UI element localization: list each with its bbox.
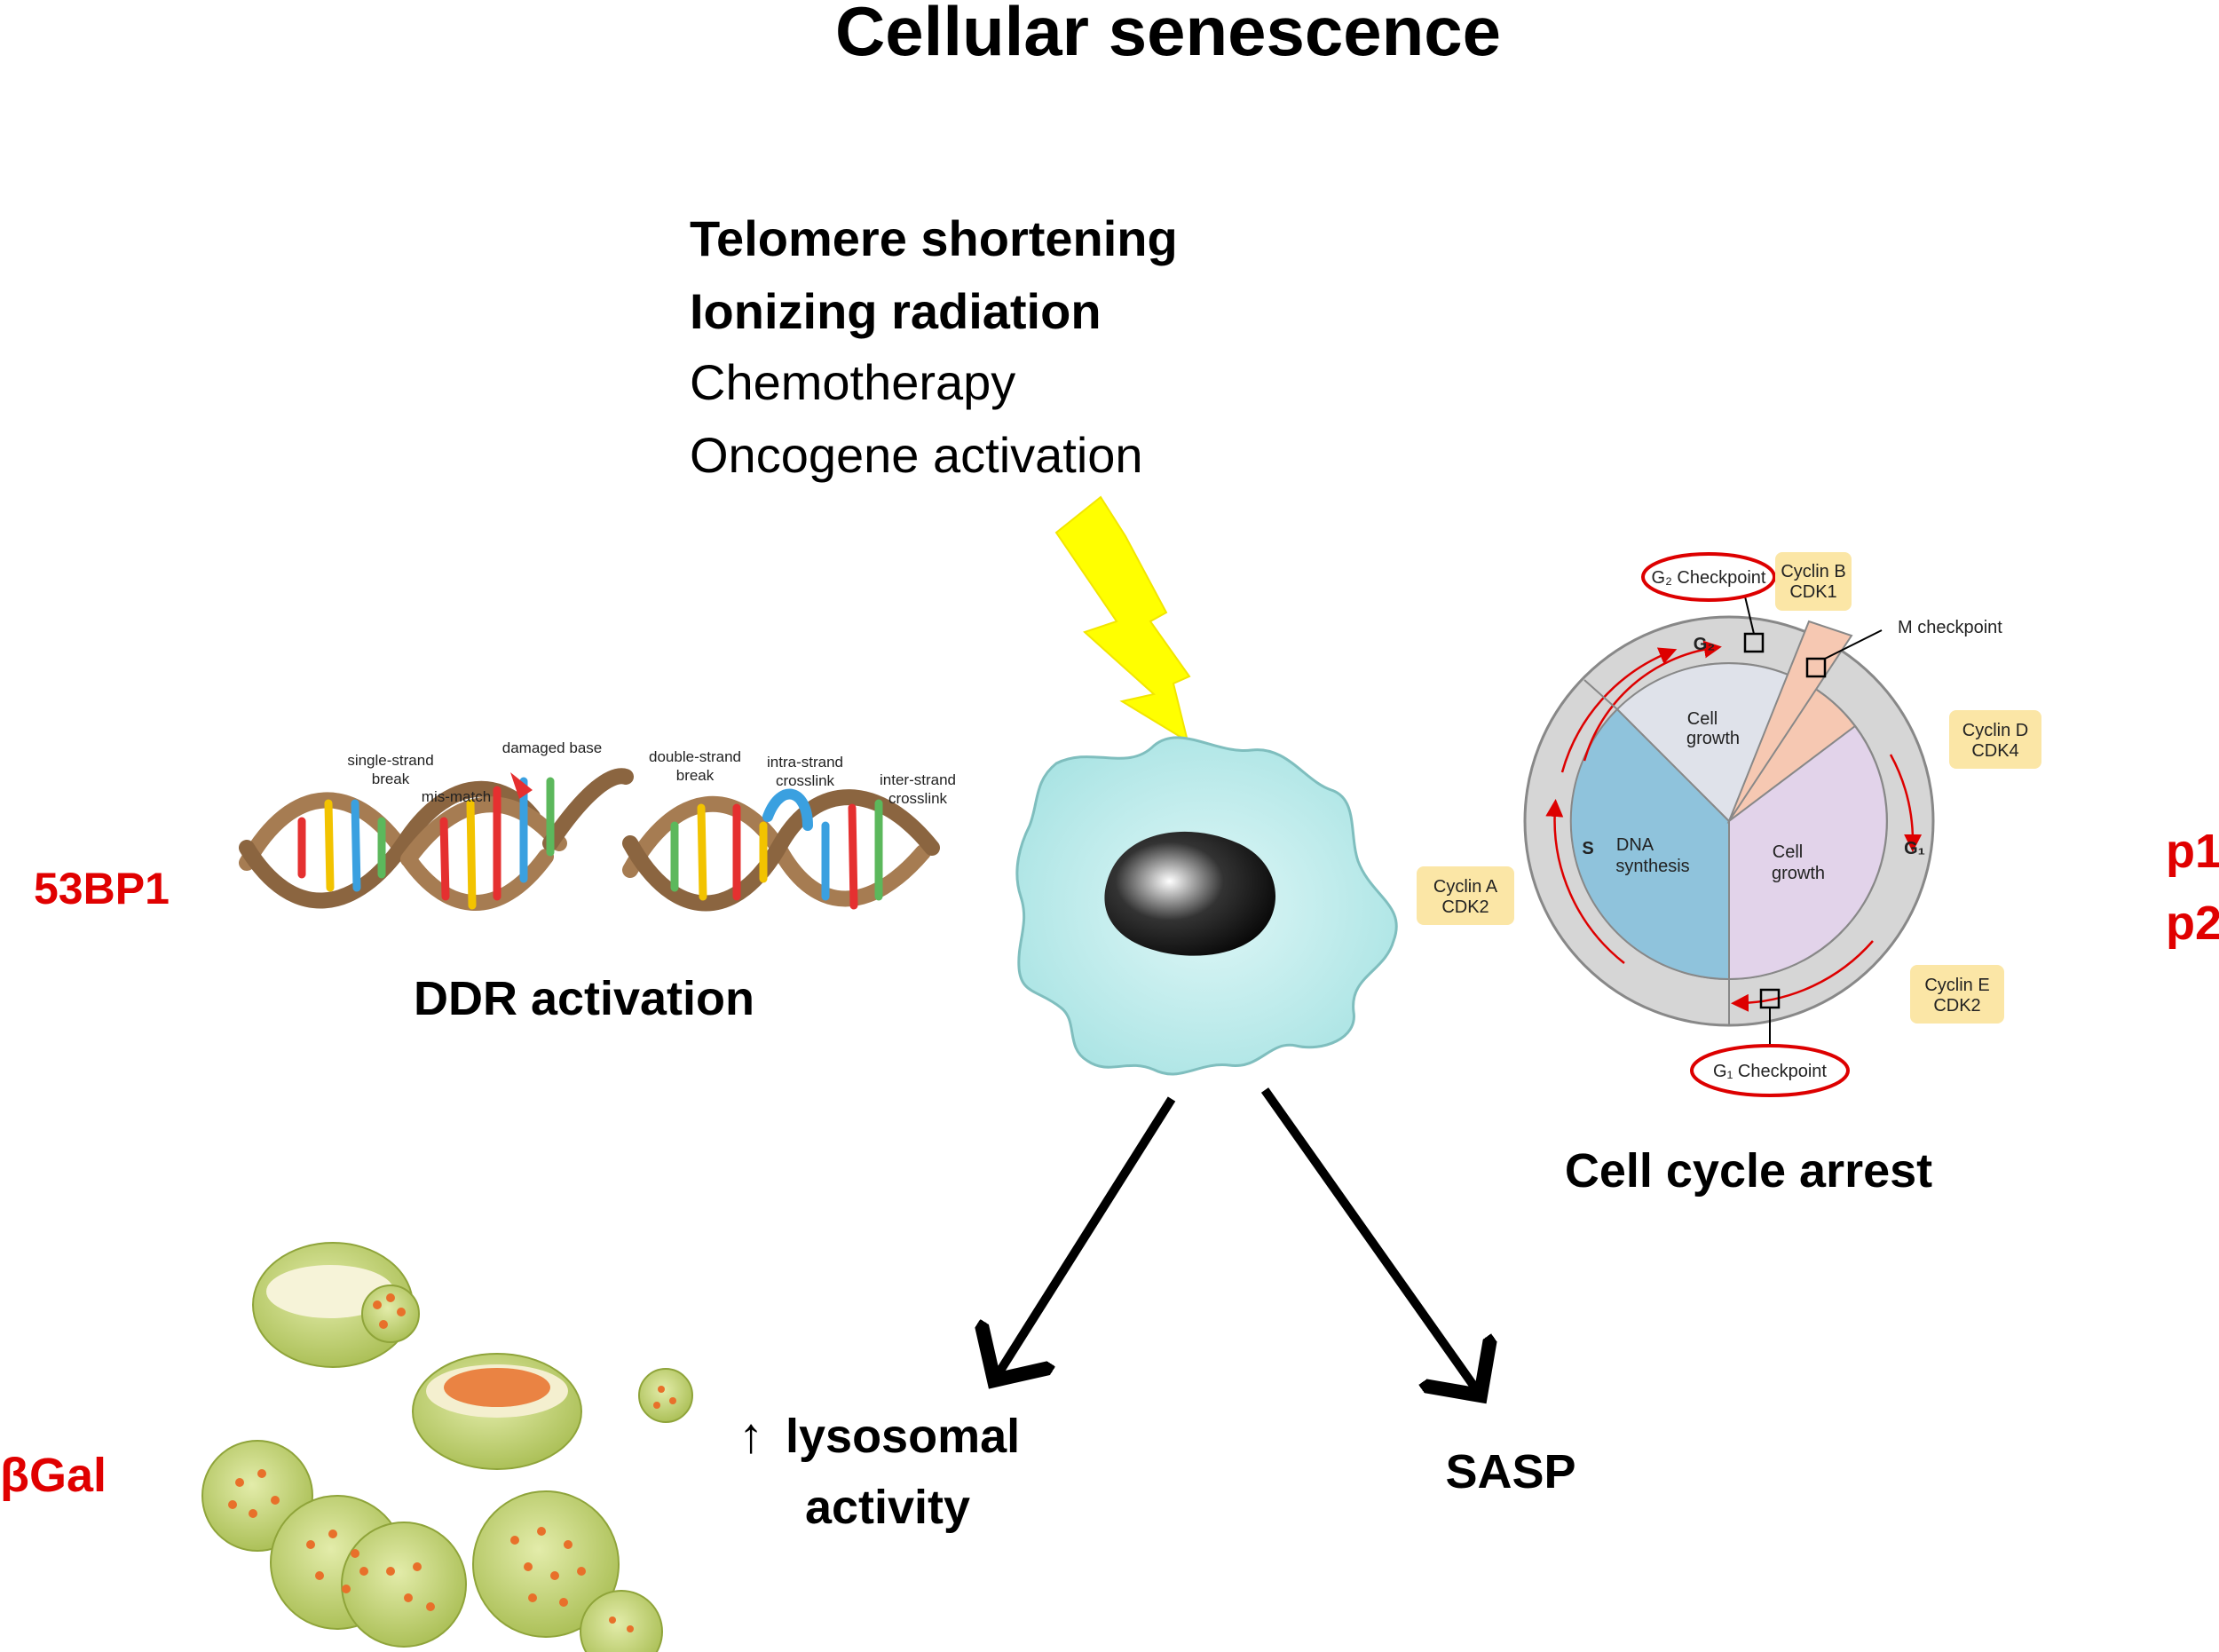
cell-cycle-arrest-label: Cell cycle arrest [1565, 1144, 1932, 1198]
g1-checkpoint-label: G₁ Checkpoint [1713, 1062, 1827, 1081]
dna-synthesis-1: DNA [1616, 835, 1654, 855]
cell-growth-top-2: growth [1686, 729, 1740, 748]
m-checkpoint-label: M checkpoint [1898, 618, 2002, 637]
dna-label-intra-2: crosslink [776, 772, 835, 789]
arrow-to-lysosomal [994, 1096, 1176, 1380]
g2-checkpoint-label: G₂ Checkpoint [1652, 568, 1766, 588]
stressor-radiation: Ionizing radiation [690, 283, 1102, 339]
stressor-oncogene: Oncogene activation [690, 427, 1143, 483]
dna-synthesis-2: synthesis [1615, 857, 1689, 876]
cyclin-b-2: CDK1 [1789, 582, 1836, 602]
dna-label-intra-1: intra-strand [767, 754, 843, 771]
dna-label-inter-1: inter-strand [880, 771, 956, 788]
dna-label-double-strand-2: break [676, 767, 715, 784]
dna-label-double-strand-1: double-strand [649, 748, 741, 765]
cyclin-e-2: CDK2 [1933, 996, 1980, 1016]
dna-label-single-strand-2: break [372, 771, 410, 787]
sasp-label: SASP [1445, 1445, 1575, 1498]
stressor-telomere: Telomere shortening [690, 210, 1178, 266]
cyclin-a-2: CDK2 [1441, 897, 1489, 917]
arrow-to-sasp [1260, 1087, 1481, 1395]
stressor-chemotherapy: Chemotherapy [690, 354, 1015, 410]
up-arrow-icon: ↑ [738, 1407, 763, 1463]
marker-p21: p21 [2166, 897, 2219, 950]
lysosomal-label-line2: activity [805, 1481, 970, 1534]
cyclin-a-1: Cyclin A [1433, 877, 1498, 897]
cell-growth-top-1: Cell [1687, 709, 1718, 729]
lysosomal-label-line1: lysosomal [786, 1410, 1020, 1463]
cyclin-e-1: Cyclin E [1924, 976, 1989, 995]
cyclin-b-1: Cyclin B [1781, 562, 1845, 581]
lightning-bolt-icon [1054, 495, 1191, 744]
phase-g2-label: G₂ [1694, 635, 1715, 654]
marker-beta-gal: βGal [0, 1449, 107, 1502]
dna-label-damaged-base: damaged base [502, 739, 602, 756]
cell-growth-right-2: growth [1772, 864, 1825, 883]
page-title: Cellular senescence [835, 0, 1501, 70]
ddr-activation-label: DDR activation [414, 972, 754, 1025]
lysosome-illustration [201, 1242, 693, 1652]
dna-label-inter-2: crosslink [888, 790, 948, 807]
cell-nucleus [1104, 831, 1276, 956]
dna-damage-illustration [239, 768, 940, 912]
cell-cycle-diagram [1417, 552, 2041, 1097]
marker-53bp1: 53BP1 [34, 864, 170, 913]
phase-g1-label: G₁ [1904, 839, 1925, 858]
cyclin-d-1: Cyclin D [1962, 721, 2028, 740]
dna-label-single-strand-1: single-strand [347, 752, 433, 769]
dna-label-mismatch: mis-match [422, 788, 491, 805]
cell-growth-right-1: Cell [1773, 842, 1803, 862]
phase-s-label: S [1582, 839, 1593, 858]
cyclin-d-2: CDK4 [1971, 741, 2018, 761]
marker-p16: p16 [2166, 825, 2219, 878]
